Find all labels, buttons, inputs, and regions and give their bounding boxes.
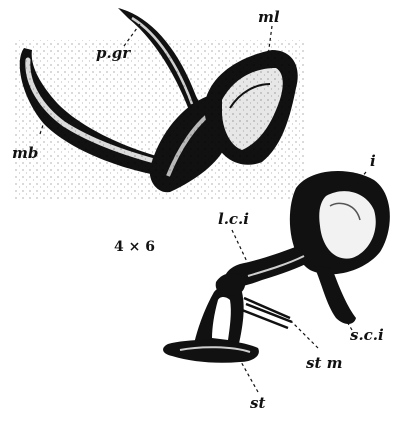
label-stapedius-muscle: st m <box>306 356 342 371</box>
stapedius-muscle <box>242 298 292 328</box>
stapes-bone <box>163 273 292 363</box>
malleus-bone <box>14 8 304 200</box>
label-long-crus-incus: l.c.i <box>218 212 249 227</box>
magnification-label: 4 × 6 <box>114 240 155 254</box>
label-short-crus-incus: s.c.i <box>350 328 384 343</box>
label-processus-gracilis: p.gr <box>96 46 130 61</box>
short-crus-incus <box>314 266 356 324</box>
label-stapes: st <box>250 396 265 411</box>
label-manubrium: mb <box>12 146 38 161</box>
label-malleus-head: ml <box>258 10 280 25</box>
label-incus: i <box>370 154 376 169</box>
